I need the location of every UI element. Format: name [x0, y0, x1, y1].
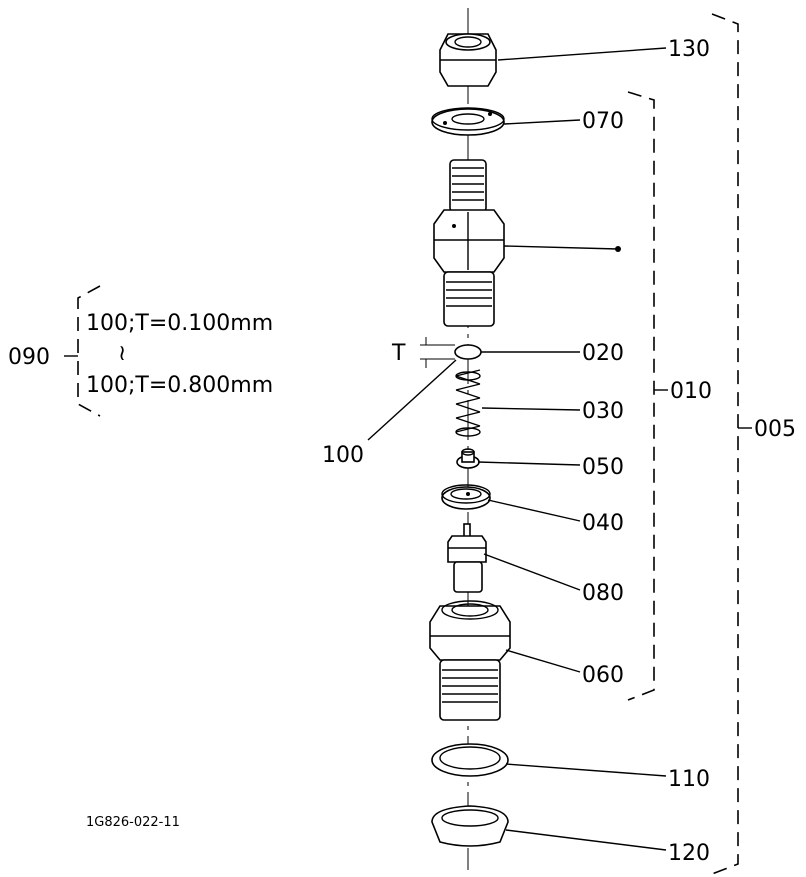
reference-dot	[615, 246, 621, 252]
shim-option-min: 100;T=0.100mm	[86, 311, 273, 336]
callout-080: 080	[582, 581, 624, 606]
part-050-stopper	[456, 448, 480, 469]
leader-130	[497, 47, 667, 61]
leader-060	[505, 649, 581, 673]
part-120-seat	[431, 805, 509, 847]
leader-110	[505, 763, 667, 777]
part-130-hex-nut	[439, 33, 497, 87]
part-080-nozzle	[447, 523, 487, 593]
callout-060: 060	[582, 663, 624, 688]
leader-030	[481, 407, 581, 411]
part-030-spring	[455, 369, 481, 437]
leader-050	[477, 461, 581, 466]
part-060-retaining-nut	[429, 600, 511, 721]
callout-020: 020	[582, 341, 624, 366]
callout-070: 070	[582, 109, 624, 134]
callout-100: 100	[322, 443, 364, 468]
callout-040: 040	[582, 511, 624, 536]
bracket-010	[627, 91, 655, 701]
range-tilde: ≀	[118, 341, 126, 366]
callout-110: 110	[668, 767, 710, 792]
shim-option-max: 100;T=0.800mm	[86, 373, 273, 398]
bracket-005	[711, 13, 739, 875]
part-020-shim	[420, 337, 482, 368]
part-nozzle-holder-body	[433, 159, 505, 327]
callout-050: 050	[582, 455, 624, 480]
leader-100	[367, 359, 457, 441]
leader-080	[483, 553, 581, 591]
bracket-090	[77, 285, 101, 417]
callout-120: 120	[668, 841, 710, 866]
leader-holder	[503, 245, 619, 250]
callout-010: 010	[670, 379, 712, 404]
leader-120	[505, 829, 667, 851]
callout-030: 030	[582, 399, 624, 424]
thickness-symbol: T	[391, 341, 406, 366]
leader-070	[503, 119, 581, 125]
callout-130: 130	[668, 37, 710, 62]
leader-040	[487, 499, 581, 522]
part-040-distance-piece	[441, 484, 491, 510]
callout-090: 090	[8, 345, 50, 370]
callout-005: 005	[754, 417, 796, 442]
drawing-code: 1G826-022-11	[86, 815, 180, 830]
part-110-gasket	[431, 743, 509, 777]
part-070-washer	[431, 107, 505, 136]
